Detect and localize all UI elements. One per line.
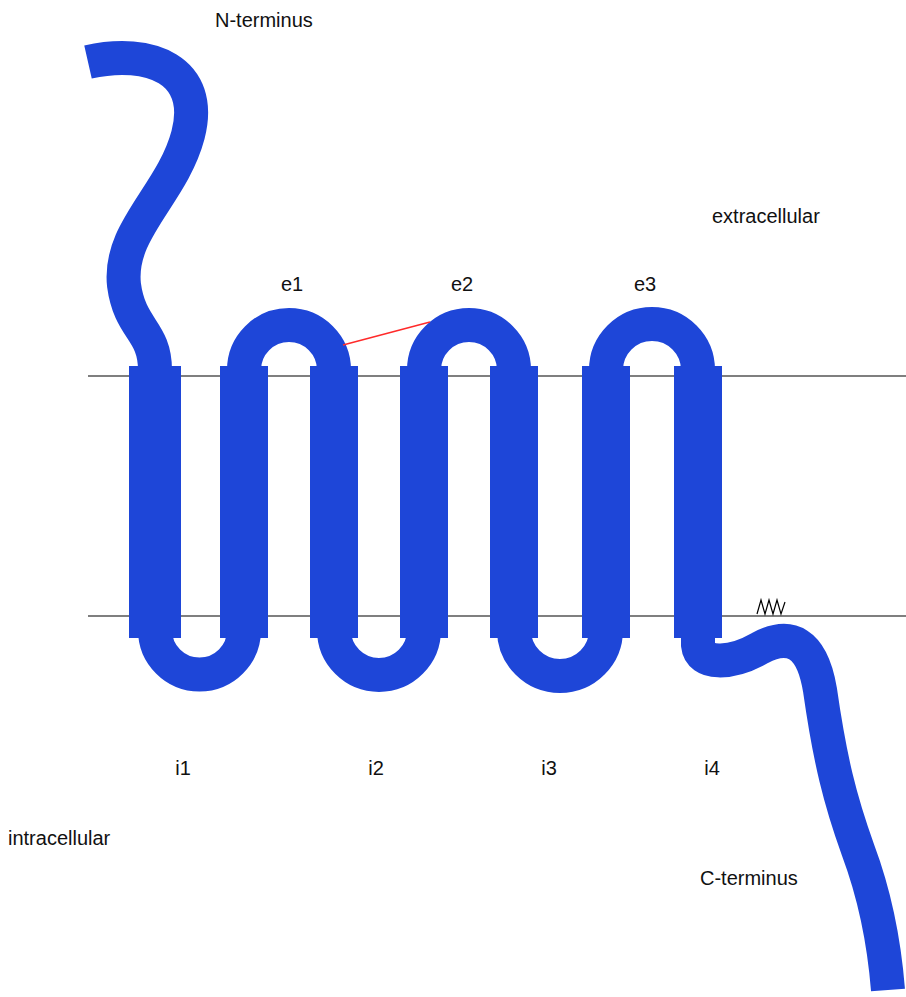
terminus-label: N-terminus (215, 8, 313, 32)
loop-label: i3 (541, 756, 557, 780)
receptor-chain (88, 58, 888, 990)
terminus-label: C-terminus (700, 866, 798, 890)
loop-label: i4 (704, 756, 720, 780)
disulfide-bond (343, 322, 430, 345)
loop-label: e1 (281, 272, 303, 296)
loop-label: i2 (368, 756, 384, 780)
lipid-anchor (757, 600, 785, 614)
region-label: intracellular (8, 826, 110, 850)
region-label: extracellular (712, 204, 820, 228)
loop-label: i1 (175, 756, 191, 780)
loop-label: e2 (451, 272, 473, 296)
loop-label: e3 (634, 272, 656, 296)
